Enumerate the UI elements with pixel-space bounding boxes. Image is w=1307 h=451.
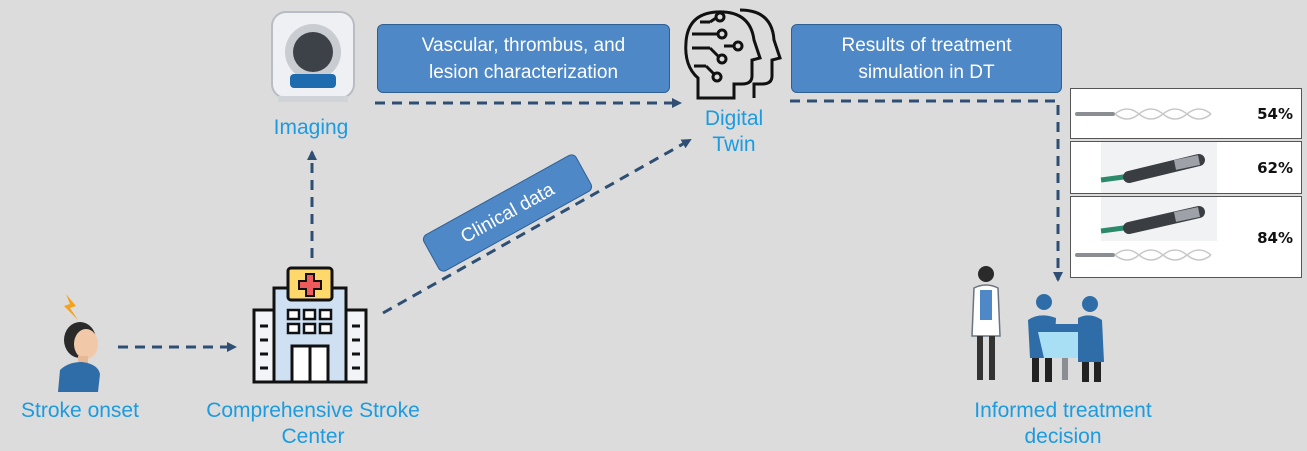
result-value-3: 84%: [1257, 229, 1293, 247]
results-box: Results of treatment simulation in DT: [791, 24, 1062, 93]
csc-label-line1: Comprehensive Stroke: [206, 399, 420, 422]
arrow-csc-to-dt: [382, 138, 692, 315]
treatment-team-icon: [971, 266, 1104, 382]
arrow-dt-to-decision: [790, 99, 1063, 282]
result-panel-stent-retriever: 54%: [1070, 88, 1302, 139]
result-value-2: 62%: [1257, 159, 1293, 177]
result-value-1: 54%: [1257, 105, 1293, 123]
hospital-icon: [252, 266, 368, 384]
result-panel-aspiration: 62%: [1070, 141, 1302, 194]
characterization-line1: Vascular, thrombus, and: [421, 34, 626, 56]
digital-twin-line2: Twin: [712, 133, 756, 156]
characterization-box: Vascular, thrombus, and lesion character…: [377, 24, 670, 93]
combined-device-image: [1075, 197, 1217, 261]
digital-twin-label: Digital Twin: [676, 106, 792, 158]
csc-label-line2: Center: [281, 425, 345, 448]
imaging-label: Imaging: [273, 116, 349, 139]
result-panel-combined: 84%: [1070, 196, 1302, 278]
ct-scanner-icon: [271, 11, 355, 102]
aspiration-catheter-image: [1100, 142, 1217, 193]
digital-twin-line1: Digital: [704, 107, 764, 130]
decision-label: Informed treatment decision: [930, 398, 1196, 450]
results-line1: Results of treatment: [841, 34, 1012, 56]
stent-retriever-image: [1075, 108, 1212, 120]
characterization-line2: lesion characterization: [428, 61, 619, 83]
csc-label: Comprehensive Stroke Center: [168, 398, 458, 450]
digital-twin-head-icon: [684, 8, 782, 100]
stroke-onset-label: Stroke onset: [21, 399, 139, 422]
decision-label-line1: Informed treatment: [974, 399, 1152, 422]
decision-label-line2: decision: [1024, 425, 1102, 448]
patient-stroke-icon: [58, 294, 100, 392]
results-line2: simulation in DT: [858, 61, 995, 83]
